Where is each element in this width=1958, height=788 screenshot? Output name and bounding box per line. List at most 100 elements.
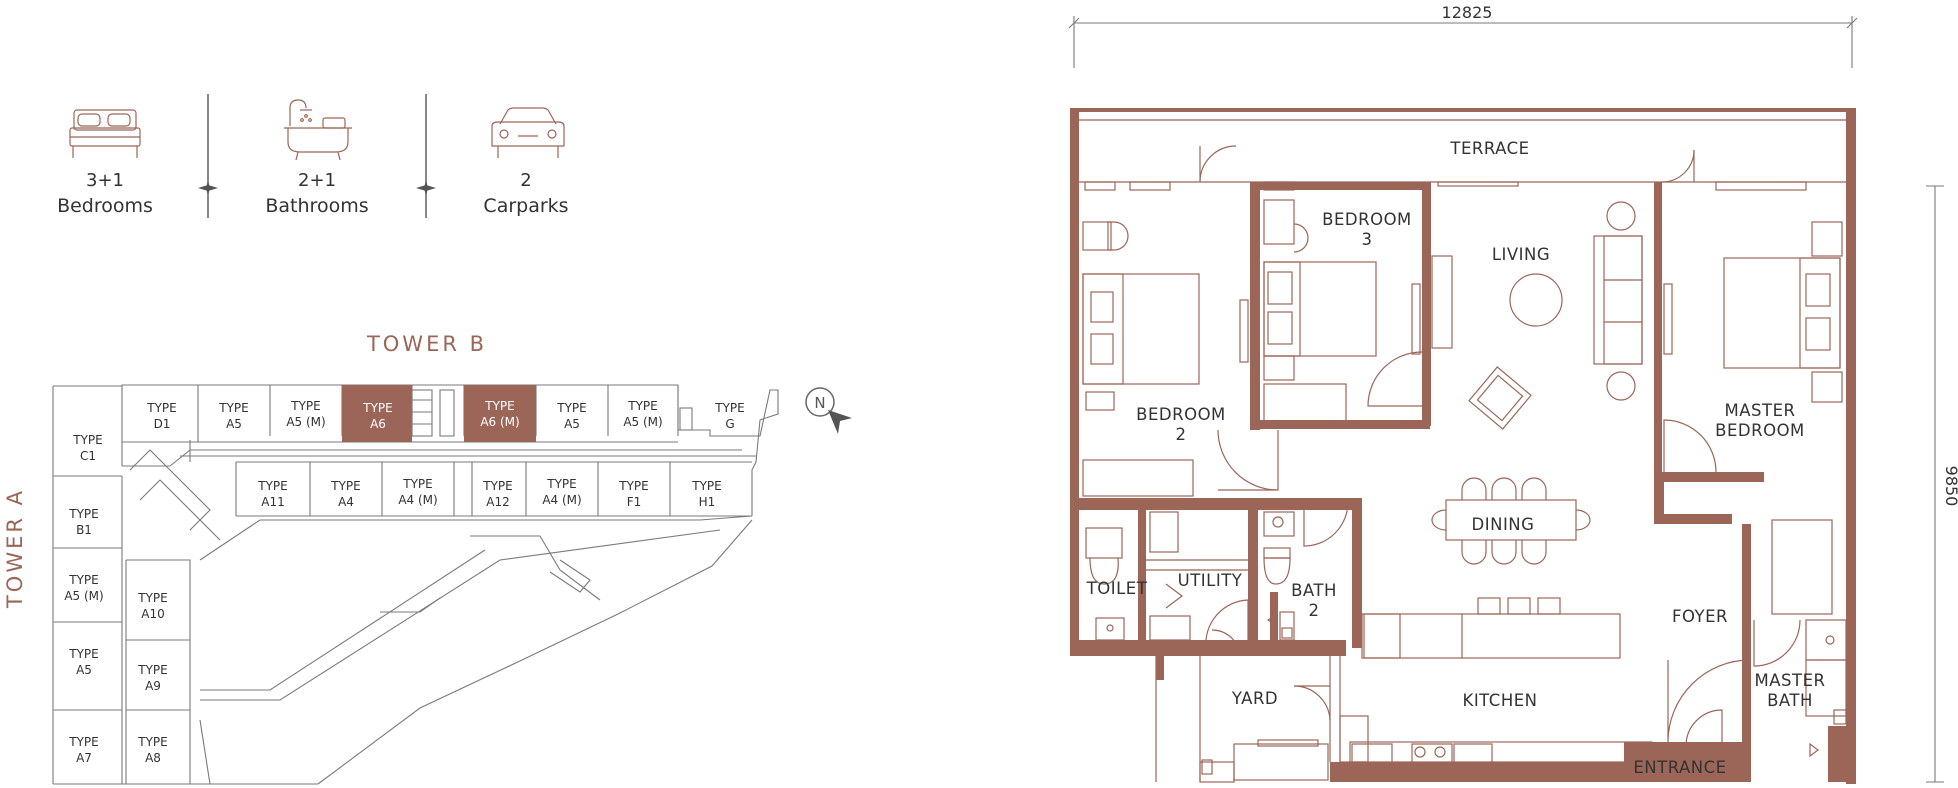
feature-bathrooms: 2+1 Bathrooms bbox=[265, 99, 369, 217]
room-bath2-line2: 2 bbox=[1309, 601, 1320, 620]
room-dining: DINING bbox=[1472, 515, 1535, 534]
room-utility: UTILITY bbox=[1178, 571, 1243, 590]
room-bedroom2-line2: 2 bbox=[1176, 425, 1187, 444]
unit-a5m-b[interactable]: TYPE A5 (M) bbox=[623, 399, 662, 429]
room-bath2-line1: BATH bbox=[1291, 581, 1337, 600]
unit-h1[interactable]: TYPE H1 bbox=[691, 479, 721, 509]
unit-a5m[interactable]: TYPE A5 (M) bbox=[286, 399, 325, 429]
carparks-label: Carparks bbox=[483, 195, 568, 217]
floor-plan: 12825 9850 bbox=[1068, 3, 1958, 784]
divider-2 bbox=[416, 94, 436, 218]
svg-text:TYPE: TYPE bbox=[146, 401, 176, 415]
svg-text:A6: A6 bbox=[370, 417, 386, 431]
room-master-bath-line1: MASTER bbox=[1755, 671, 1826, 690]
feature-bedrooms: 3+1 Bedrooms bbox=[57, 109, 153, 217]
unit-a9[interactable]: TYPE A9 bbox=[137, 663, 167, 693]
svg-text:H1: H1 bbox=[699, 495, 716, 509]
unit-a6[interactable]: TYPE A6 bbox=[362, 401, 392, 431]
unit-a6m[interactable]: TYPE A6 (M) bbox=[480, 399, 519, 429]
room-master-bath-line2: BATH bbox=[1767, 691, 1813, 710]
svg-text:TYPE: TYPE bbox=[68, 573, 98, 587]
bedrooms-label: Bedrooms bbox=[57, 195, 153, 217]
svg-text:TYPE: TYPE bbox=[137, 735, 167, 749]
svg-text:TYPE: TYPE bbox=[330, 479, 360, 493]
svg-text:TYPE: TYPE bbox=[484, 399, 514, 413]
svg-text:A7: A7 bbox=[76, 751, 92, 765]
tower-a-label: TOWER A bbox=[3, 488, 27, 609]
svg-text:A6 (M): A6 (M) bbox=[480, 415, 519, 429]
height-dim-label: 9850 bbox=[1942, 466, 1958, 507]
svg-text:A5 (M): A5 (M) bbox=[286, 415, 325, 429]
svg-text:TYPE: TYPE bbox=[362, 401, 392, 415]
svg-text:TYPE: TYPE bbox=[68, 507, 98, 521]
svg-text:TYPE: TYPE bbox=[290, 399, 320, 413]
svg-text:A4: A4 bbox=[338, 495, 354, 509]
room-master-line2: BEDROOM bbox=[1715, 421, 1805, 440]
unit-g[interactable]: TYPE G bbox=[714, 401, 744, 431]
bedrooms-value: 3+1 bbox=[86, 170, 124, 191]
unit-a4m-b[interactable]: TYPE A4 (M) bbox=[542, 477, 581, 507]
unit-c1[interactable]: TYPE C1 bbox=[72, 433, 102, 463]
unit-a5-b[interactable]: TYPE A5 bbox=[556, 401, 586, 431]
room-bedroom3-line2: 3 bbox=[1362, 230, 1373, 249]
unit-b1[interactable]: TYPE B1 bbox=[68, 507, 98, 537]
svg-text:TYPE: TYPE bbox=[72, 433, 102, 447]
svg-text:TYPE: TYPE bbox=[482, 479, 512, 493]
svg-text:TYPE: TYPE bbox=[68, 647, 98, 661]
unit-a5-tower-a[interactable]: TYPE A5 bbox=[68, 647, 98, 677]
carparks-value: 2 bbox=[520, 170, 531, 191]
tower-b-label: TOWER B bbox=[366, 332, 487, 356]
svg-text:A4 (M): A4 (M) bbox=[542, 493, 581, 507]
svg-text:A11: A11 bbox=[261, 495, 284, 509]
room-foyer: FOYER bbox=[1672, 607, 1728, 626]
svg-text:A4 (M): A4 (M) bbox=[398, 493, 437, 507]
room-living: LIVING bbox=[1492, 245, 1550, 264]
north-arrow-icon: N bbox=[805, 387, 852, 434]
room-yard: YARD bbox=[1231, 689, 1278, 708]
unit-a12[interactable]: TYPE A12 bbox=[482, 479, 512, 509]
car-icon bbox=[491, 107, 565, 158]
divider-1 bbox=[198, 94, 218, 218]
bed-icon bbox=[69, 109, 141, 158]
unit-a5[interactable]: TYPE A5 bbox=[218, 401, 248, 431]
unit-d1[interactable]: TYPE D1 bbox=[146, 401, 176, 431]
room-terrace: TERRACE bbox=[1449, 139, 1529, 158]
svg-text:B1: B1 bbox=[76, 523, 92, 537]
width-dimension bbox=[1068, 16, 1858, 68]
feature-carparks: 2 Carparks bbox=[483, 107, 569, 217]
bathrooms-value: 2+1 bbox=[298, 170, 336, 191]
svg-text:A8: A8 bbox=[145, 751, 161, 765]
room-bedroom2-line1: BEDROOM bbox=[1136, 405, 1226, 424]
room-master-line1: MASTER bbox=[1725, 401, 1796, 420]
unit-a8[interactable]: TYPE A8 bbox=[137, 735, 167, 765]
svg-text:C1: C1 bbox=[80, 449, 96, 463]
bathtub-icon bbox=[284, 99, 352, 161]
unit-a6-highlight bbox=[342, 385, 412, 442]
svg-text:TYPE: TYPE bbox=[627, 399, 657, 413]
svg-text:A5 (M): A5 (M) bbox=[64, 589, 103, 603]
svg-text:TYPE: TYPE bbox=[714, 401, 744, 415]
unit-a4[interactable]: TYPE A4 bbox=[330, 479, 360, 509]
svg-text:TYPE: TYPE bbox=[691, 479, 721, 493]
unit-a7[interactable]: TYPE A7 bbox=[68, 735, 98, 765]
unit-a6m-highlight bbox=[464, 385, 536, 442]
svg-text:TYPE: TYPE bbox=[618, 479, 648, 493]
unit-a4m[interactable]: TYPE A4 (M) bbox=[398, 477, 437, 507]
svg-text:TYPE: TYPE bbox=[546, 477, 576, 491]
north-label: N bbox=[814, 394, 825, 412]
room-entrance: ENTRANCE bbox=[1633, 758, 1726, 777]
svg-text:G: G bbox=[725, 417, 734, 431]
svg-text:TYPE: TYPE bbox=[218, 401, 248, 415]
room-toilet: TOILET bbox=[1086, 579, 1148, 598]
bathrooms-label: Bathrooms bbox=[265, 195, 368, 217]
unit-a10[interactable]: TYPE A10 bbox=[137, 591, 167, 621]
unit-a5m-tower-a[interactable]: TYPE A5 (M) bbox=[64, 573, 103, 603]
svg-text:D1: D1 bbox=[154, 417, 171, 431]
svg-text:A12: A12 bbox=[486, 495, 509, 509]
unit-a11[interactable]: TYPE A11 bbox=[257, 479, 287, 509]
site-plan: TOWER B TOWER A N bbox=[3, 332, 852, 785]
svg-text:TYPE: TYPE bbox=[137, 591, 167, 605]
unit-f1[interactable]: TYPE F1 bbox=[618, 479, 648, 509]
height-dimension bbox=[1926, 185, 1944, 783]
svg-text:A5: A5 bbox=[226, 417, 242, 431]
